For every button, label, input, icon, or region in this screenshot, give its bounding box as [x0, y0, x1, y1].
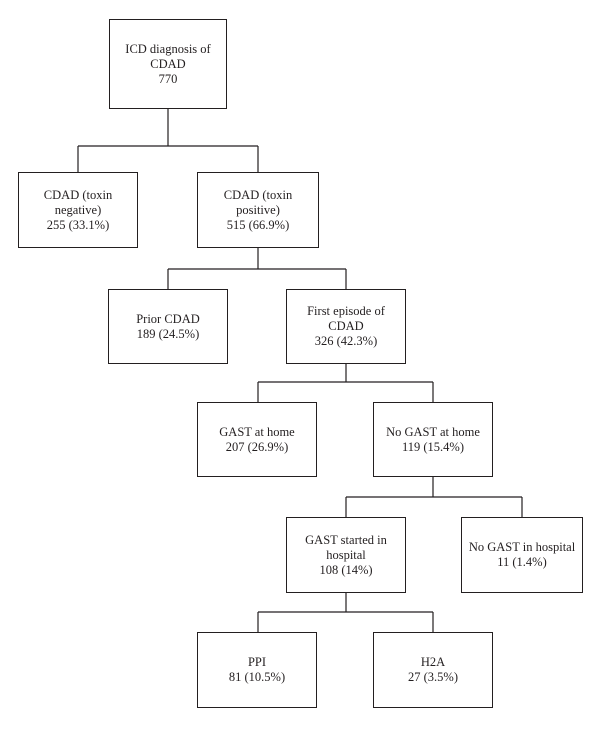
node-no-gast-in-hospital: No GAST in hospital 11 (1.4%) — [461, 517, 583, 593]
node-count: 326 (42.3%) — [314, 334, 378, 348]
node-label: CDAD (toxin positive) — [223, 187, 293, 217]
node-gast-at-home: GAST at home 207 (26.9%) — [197, 402, 317, 477]
node-count: 108 (14%) — [319, 562, 373, 577]
node-count: 81 (10.5%) — [228, 670, 286, 684]
node-icd-diagnosis: ICD diagnosis of CDAD 770 — [109, 19, 227, 109]
node-toxin-negative: CDAD (toxin negative) 255 (33.1%) — [18, 172, 138, 248]
node-h2a: H2A 27 (3.5%) — [373, 632, 493, 708]
node-count: 27 (3.5%) — [408, 670, 458, 684]
node-no-gast-at-home: No GAST at home 119 (15.4%) — [373, 402, 493, 477]
node-count: 255 (33.1%) — [46, 217, 110, 232]
node-label: CDAD (toxin negative) — [43, 187, 113, 217]
node-count: 770 — [158, 71, 178, 86]
node-toxin-positive: CDAD (toxin positive) 515 (66.9%) — [197, 172, 319, 248]
node-prior-cdad: Prior CDAD 189 (24.5%) — [108, 289, 228, 364]
node-label: No GAST at home — [386, 424, 480, 439]
node-label: GAST started in hospital — [305, 532, 387, 562]
node-label: H2A — [420, 655, 446, 669]
node-count: 119 (15.4%) — [401, 439, 465, 454]
node-label: GAST at home — [219, 424, 295, 439]
node-label: ICD diagnosis of CDAD — [125, 41, 211, 71]
node-count: 207 (26.9%) — [225, 439, 289, 454]
node-label: PPI — [247, 655, 267, 669]
node-label: Prior CDAD — [136, 311, 200, 326]
node-count: 189 (24.5%) — [136, 326, 200, 341]
node-label: First episode of CDAD — [307, 304, 385, 333]
node-count: 11 (1.4%) — [497, 555, 547, 569]
node-first-episode: First episode of CDAD 326 (42.3%) — [286, 289, 406, 364]
node-ppi: PPI 81 (10.5%) — [197, 632, 317, 708]
node-gast-started-in-hospital: GAST started in hospital 108 (14%) — [286, 517, 406, 593]
node-label: No GAST in hospital — [468, 540, 576, 554]
node-count: 515 (66.9%) — [226, 217, 290, 232]
